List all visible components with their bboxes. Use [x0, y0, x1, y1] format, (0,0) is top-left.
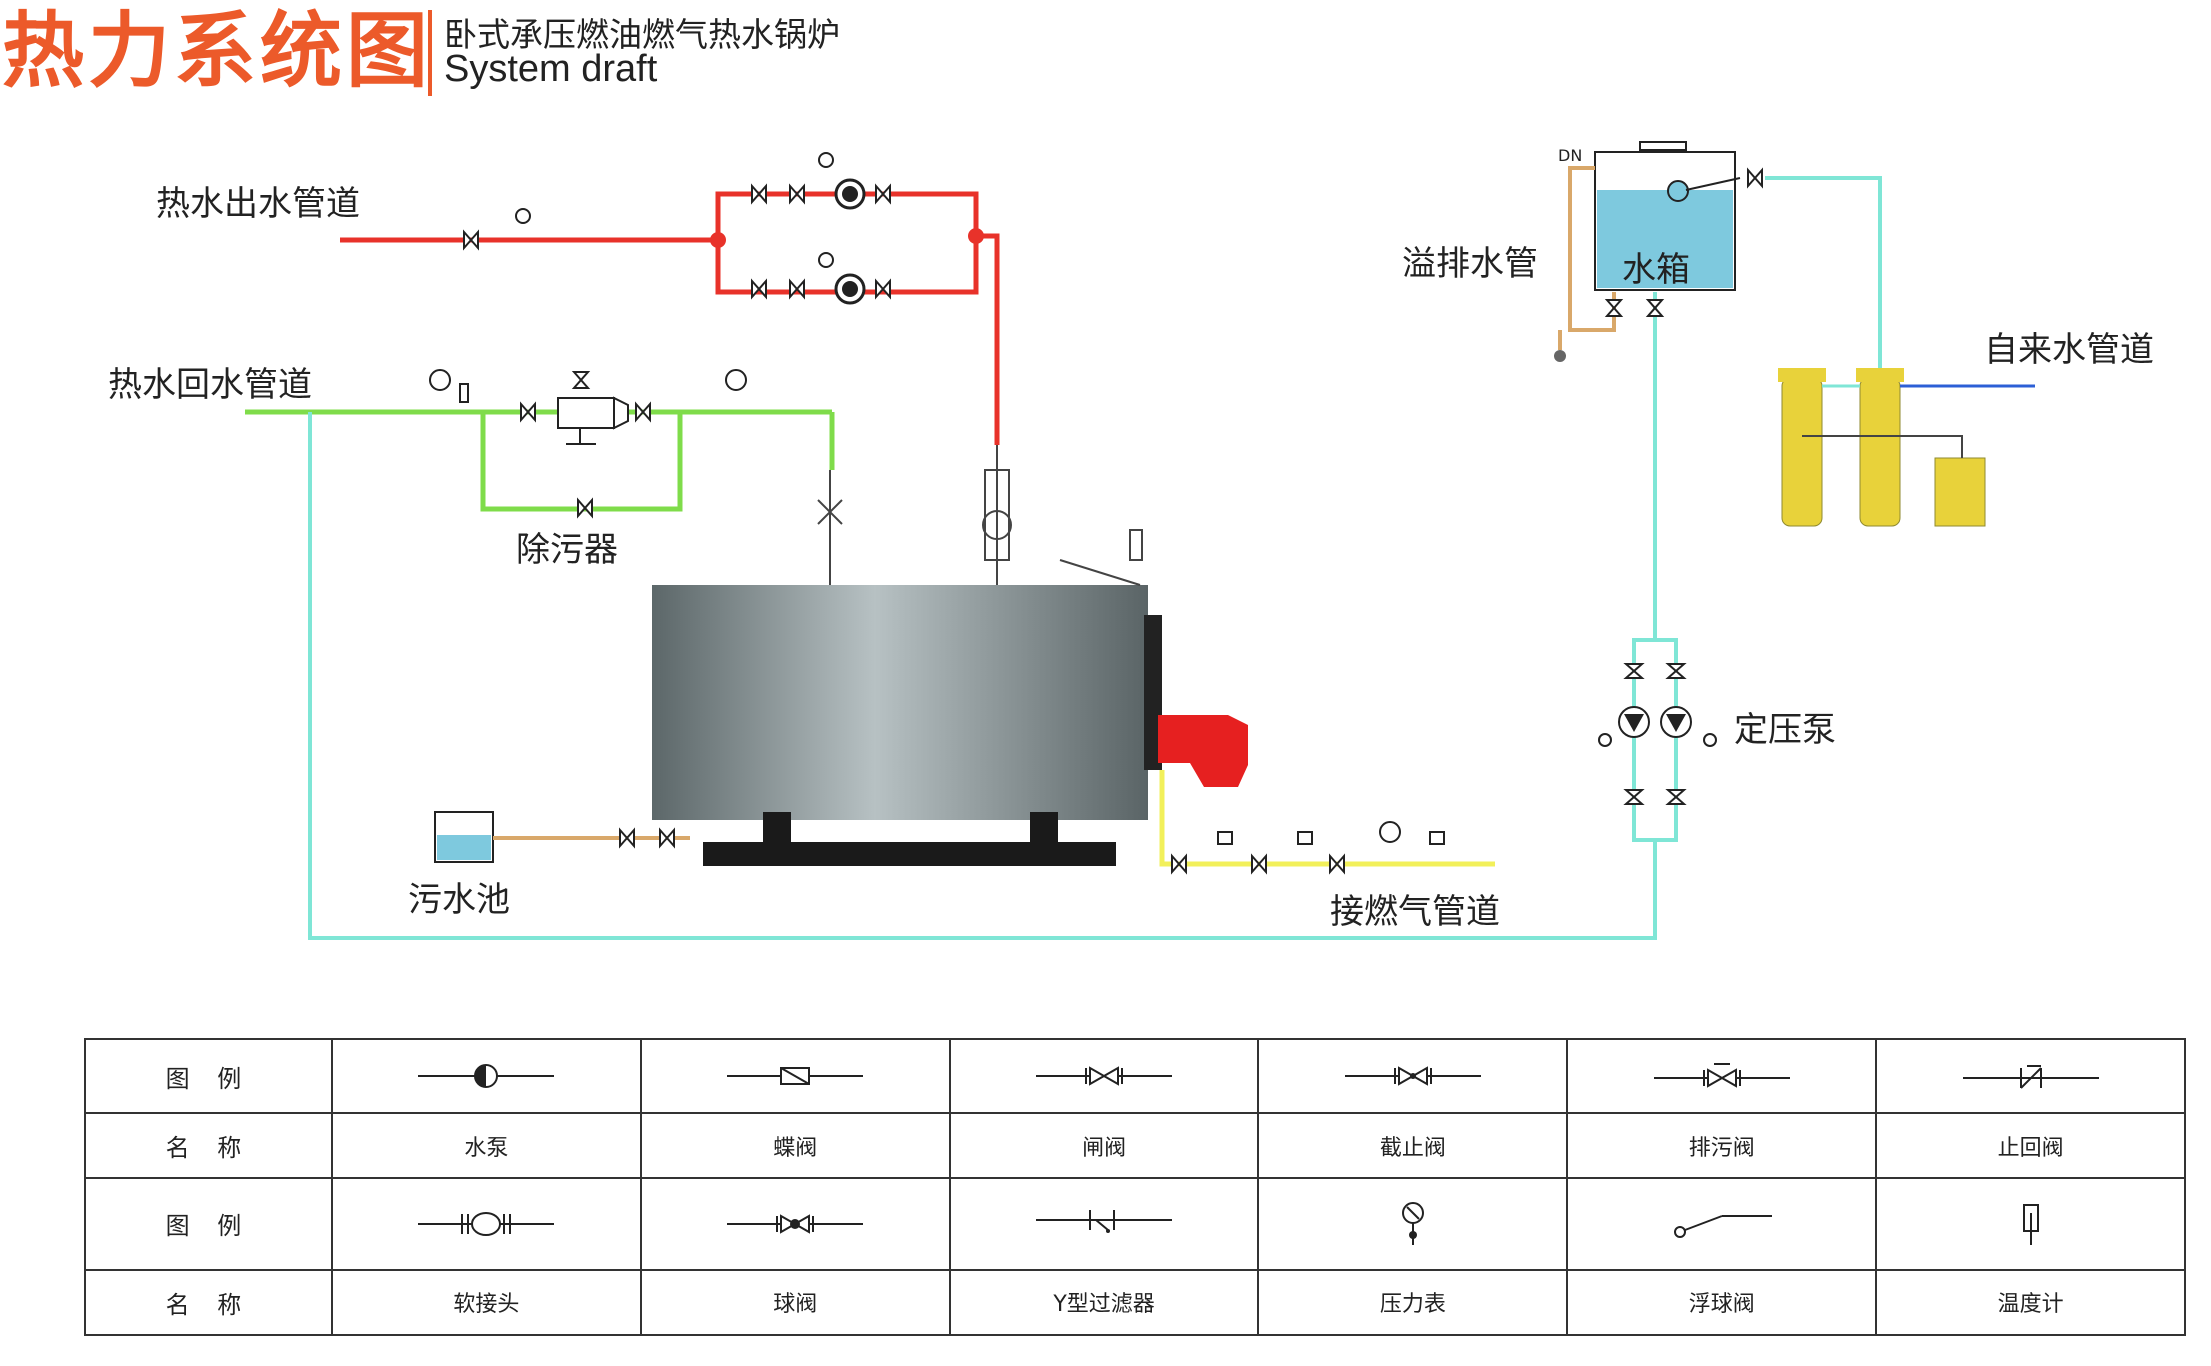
legend-symbol-header: 图 例: [84, 1177, 333, 1271]
burner: [1158, 715, 1248, 787]
page-subtitle-en: System draft: [444, 48, 658, 90]
legend-name: 压力表: [1257, 1268, 1569, 1337]
junction-node: [968, 228, 984, 244]
legend-name: 球阀: [639, 1268, 951, 1337]
legend-name-header: 名 称: [84, 1111, 333, 1180]
legend-name: 排污阀: [1566, 1111, 1878, 1180]
boiler-door: [1144, 615, 1162, 770]
flexible-joint-icon: [331, 1177, 642, 1271]
legend-name: 浮球阀: [1566, 1268, 1878, 1337]
legend-name: 蝶阀: [639, 1111, 951, 1180]
legend-name: 温度计: [1875, 1268, 2186, 1337]
sewage-pool: [434, 811, 690, 863]
page-subtitle: 卧式承压燃油燃气热水锅炉: [444, 15, 840, 54]
boiler-body: [652, 585, 1148, 820]
y-strainer-icon: [948, 1177, 1260, 1271]
page-title: 热力系统图: [2, 4, 433, 99]
label-dirt-separator: 除污器: [516, 530, 618, 570]
legend-name-header: 名 称: [84, 1268, 333, 1337]
label-gas-pipe: 接燃气管道: [1330, 892, 1500, 932]
legend-symbol-header: 图 例: [84, 1038, 333, 1114]
legend-name: 闸阀: [948, 1111, 1260, 1180]
gate-valve-icon: [948, 1038, 1260, 1114]
legend-name: 止回阀: [1875, 1111, 2186, 1180]
label-dn: DN: [1558, 146, 1583, 165]
pressure-pumps: [1598, 663, 1717, 805]
water-tank-unit: [1554, 141, 1763, 362]
makeup-water-pipe: [308, 176, 1882, 940]
hot-water-out-pipe: [340, 191, 1000, 445]
return-pipe: [245, 409, 835, 512]
water-softener: [1778, 368, 2035, 527]
label-hot-water-out: 热水出水管道: [156, 184, 360, 224]
legend-name: 截止阀: [1257, 1111, 1569, 1180]
check-valve-icon: [1875, 1038, 2186, 1114]
junction-node: [710, 232, 726, 248]
thermometer-icon: [1875, 1177, 2186, 1271]
circulation-pumps: [463, 152, 891, 305]
label-sewage-pool: 污水池: [408, 880, 510, 920]
legend-name: 软接头: [331, 1268, 642, 1337]
blowdown-valve-icon: [1566, 1038, 1878, 1114]
legend-name: Y型过滤器: [948, 1268, 1260, 1337]
dirt-separator-unit: [429, 369, 747, 519]
label-hot-water-return: 热水回水管道: [108, 365, 312, 405]
pressure-gauge-icon: [1257, 1177, 1569, 1271]
ball-valve-icon: [639, 1177, 951, 1271]
label-tap-water-pipe: 自来水管道: [1984, 330, 2154, 370]
pump-icon: [331, 1038, 642, 1114]
label-pressure-pump: 定压泵: [1734, 710, 1836, 750]
float-valve-icon: [1566, 1177, 1878, 1271]
legend-name: 水泵: [331, 1111, 642, 1180]
globe-valve-icon: [1257, 1038, 1569, 1114]
title-divider: [428, 10, 432, 96]
label-overflow-pipe: 溢排水管: [1402, 244, 1538, 284]
boiler: [652, 445, 1248, 866]
butterfly-valve-icon: [639, 1038, 951, 1114]
gas-pipe-line: [1159, 770, 1495, 875]
legend-table: 图 例 名 称 水泵 蝶阀 闸阀 截止阀 排污阀 止回阀 图 例 名 称 软接头…: [84, 1038, 2186, 1337]
label-water-tank: 水箱: [1622, 250, 1690, 290]
